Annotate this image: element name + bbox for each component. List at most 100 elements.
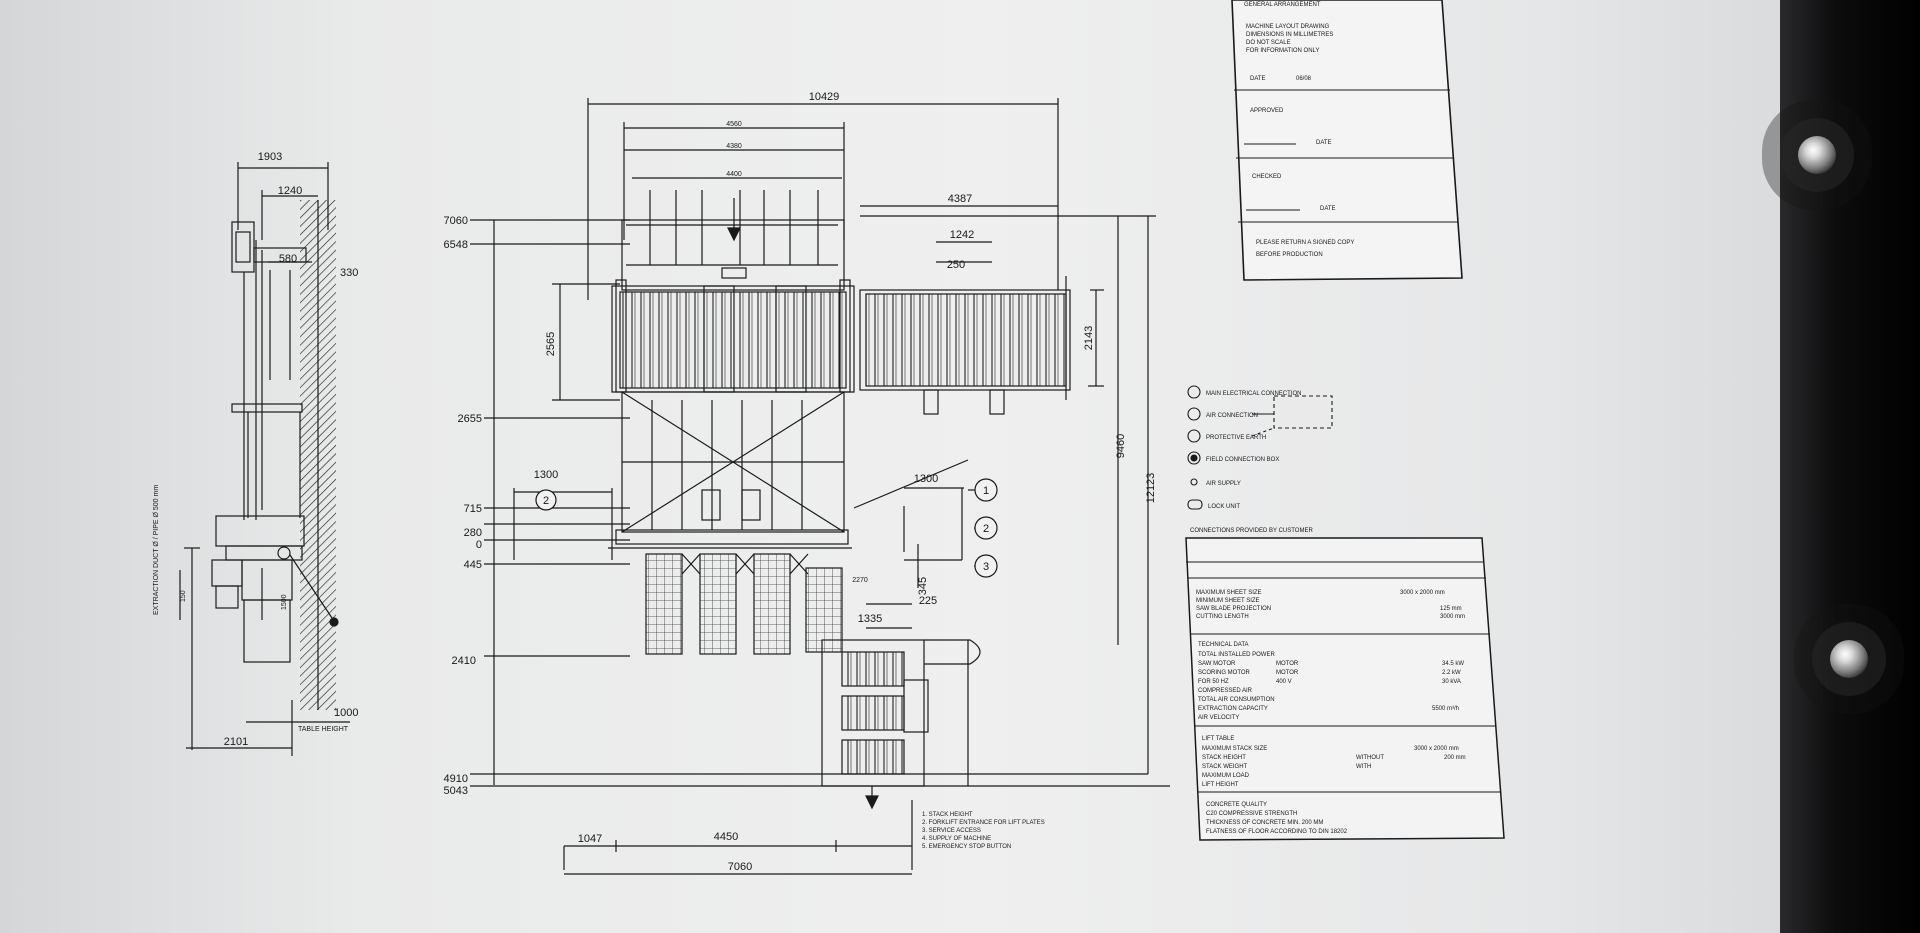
spec-value: 5500 m³/h (1432, 706, 1459, 712)
dim-280: 280 (464, 527, 482, 539)
dim-5043: 5043 (444, 785, 468, 797)
dim-2143: 2143 (1083, 326, 1095, 350)
title-block-row-label: APPROVED (1250, 108, 1284, 114)
dim-250: 250 (947, 259, 965, 271)
title-block-row-label: DATE (1250, 76, 1266, 82)
legend-item: MAIN ELECTRICAL CONNECTION (1206, 391, 1301, 397)
title-block-row-value: 06/08 (1296, 76, 1312, 82)
spec-mid: MOTOR (1276, 661, 1299, 667)
dim-4400: 4400 (726, 171, 742, 178)
spec-label: CUTTING LENGTH (1196, 614, 1249, 620)
extraction-note: EXTRACTION DUCT Ø / PIPE Ø 500 mm (153, 485, 160, 615)
dark-background-edge (1780, 0, 1920, 933)
spec-value: 125 mm (1440, 606, 1462, 612)
spec-mid: WITH (1356, 764, 1371, 770)
dim-12123: 12123 (1145, 473, 1157, 504)
callout-label: 3 (983, 561, 989, 573)
legend-item: FIELD CONNECTION BOX (1206, 457, 1279, 463)
legend: MAIN ELECTRICAL CONNECTION AIR CONNECTIO… (1187, 385, 1333, 534)
legend-footer: CONNECTIONS PROVIDED BY CUSTOMER (1190, 528, 1313, 534)
spec-foot-line: FLATNESS OF FLOOR ACCORDING TO DIN 18202 (1206, 829, 1348, 835)
dim-1335: 1335 (858, 613, 882, 625)
dim-150: 150 (180, 590, 187, 602)
title-block-row-label: CHECKED (1252, 174, 1282, 180)
spec-mid: 400 V (1276, 679, 1292, 685)
spec-label: MAXIMUM SHEET SIZE (1196, 590, 1262, 596)
spec-label: FOR 50 HZ (1198, 679, 1229, 685)
dim-7060-bottom: 7060 (728, 861, 752, 873)
spec-label: STACK WEIGHT (1202, 764, 1248, 770)
title-block-row-value: DATE (1320, 206, 1336, 212)
spec-label: EXTRACTION CAPACITY (1198, 706, 1268, 712)
side-view-labels: 1903 1240 580 330 1000 TABLE HEIGHT 2101… (153, 151, 358, 748)
spec-value: 2.2 kW (1442, 670, 1461, 676)
spec-foot-line: C20 COMPRESSIVE STRENGTH (1206, 811, 1297, 817)
dim-1300-right: 1300 (914, 473, 938, 485)
plan-view-labels: 10429 4560 4380 4400 4387 1242 250 7060 … (444, 91, 1157, 873)
plan-note-line: 1. STACK HEIGHT (922, 812, 973, 818)
dim-225: 225 (919, 595, 937, 607)
dim-9460: 9460 (1115, 434, 1127, 458)
dim-2101: 2101 (224, 736, 248, 748)
plan-view-callouts (535, 478, 998, 578)
dim-7060: 7060 (444, 215, 468, 227)
dim-1903: 1903 (258, 151, 282, 163)
legend-item: AIR CONNECTION (1206, 413, 1258, 419)
spec-label: SCORING MOTOR (1198, 670, 1251, 676)
paper (0, 0, 1790, 933)
plan-view (470, 98, 1170, 875)
title-block-foot: PLEASE RETURN A SIGNED COPY (1256, 240, 1354, 246)
spec-mid: WITHOUT (1356, 755, 1384, 761)
spec-label: COMPRESSED AIR (1198, 688, 1253, 694)
callout-label: 2 (543, 495, 549, 507)
title-block-line: MACHINE LAYOUT DRAWING (1246, 24, 1330, 30)
title-block-line: FOR INFORMATION ONLY (1246, 48, 1319, 54)
title-block-foot: BEFORE PRODUCTION (1256, 252, 1323, 258)
spec-foot-line: THICKNESS OF CONCRETE MIN. 200 MM (1206, 820, 1323, 826)
title-block-heading: GENERAL ARRANGEMENT (1244, 2, 1321, 8)
spec-label: SAW MOTOR (1198, 661, 1236, 667)
legend-item: AIR SUPPLY (1206, 481, 1241, 487)
spec-label: MAXIMUM LOAD (1202, 773, 1250, 779)
dim-2410: 2410 (452, 655, 476, 667)
dim-0: 0 (476, 539, 482, 551)
spec-foot-line: CONCRETE QUALITY (1206, 802, 1267, 808)
spec-label: MAXIMUM STACK SIZE (1202, 746, 1267, 752)
spec-label: TOTAL INSTALLED POWER (1198, 652, 1275, 658)
plan-note-line: 3. SERVICE ACCESS (922, 828, 981, 834)
spec-value: 3000 x 2000 mm (1414, 746, 1459, 752)
plan-note-line: 2. FORKLIFT ENTRANCE FOR LIFT PLATES (922, 820, 1045, 826)
dim-330: 330 (340, 267, 358, 279)
spec-value: 3000 mm (1440, 614, 1465, 620)
dim-2270: 2270 (852, 577, 868, 584)
dim-715: 715 (464, 503, 482, 515)
callout-label: 2 (983, 523, 989, 535)
dim-345: 345 (917, 577, 929, 595)
spec-mid: MOTOR (1276, 670, 1299, 676)
plan-note-line: 5. EMERGENCY STOP BUTTON (922, 844, 1011, 850)
dim-4560: 4560 (726, 121, 742, 128)
dim-1240: 1240 (278, 185, 302, 197)
title-block-line: DIMENSIONS IN MILLIMETRES (1246, 32, 1333, 38)
binder-rivet-lower (1830, 640, 1868, 678)
dim-1500: 1500 (281, 594, 288, 610)
legend-item: LOCK UNIT (1208, 504, 1240, 510)
side-view (179, 162, 350, 756)
dim-580: 580 (279, 253, 297, 265)
spec-value: 3000 x 2000 mm (1400, 590, 1445, 596)
dim-4387: 4387 (948, 193, 972, 205)
dim-445: 445 (464, 559, 482, 571)
table-height-label: TABLE HEIGHT (298, 726, 349, 733)
dim-1300-left: 1300 (534, 469, 558, 481)
spec-label: LIFT HEIGHT (1202, 782, 1239, 788)
dim-6548: 6548 (444, 239, 468, 251)
spec-label: TOTAL AIR CONSUMPTION (1198, 697, 1275, 703)
spec-value: 30 kVA (1442, 679, 1461, 685)
legend-item: PROTECTIVE EARTH (1206, 435, 1266, 441)
spec-label: MINIMUM SHEET SIZE (1196, 598, 1260, 604)
dim-10429: 10429 (809, 91, 840, 103)
dim-1047: 1047 (578, 833, 602, 845)
binder-rivet-upper (1798, 136, 1836, 174)
spec-table: MAXIMUM SHEET SIZE 3000 x 2000 mm MINIMU… (1185, 537, 1505, 841)
